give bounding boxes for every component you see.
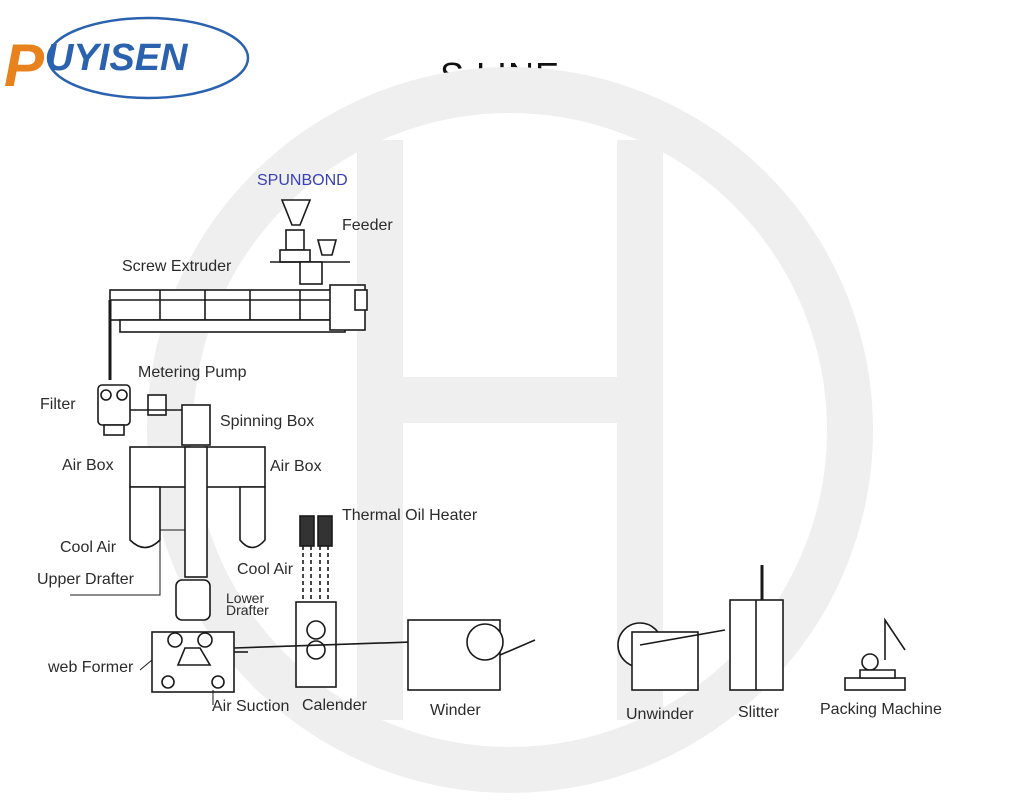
label-spinning-box: Spinning Box bbox=[220, 413, 315, 430]
label-calender: Calender bbox=[302, 697, 367, 714]
label-unwinder: Unwinder bbox=[626, 706, 694, 723]
cool-air-duct-right bbox=[239, 486, 266, 549]
logo-letter-p: P bbox=[4, 32, 45, 99]
cool-air-duct-left bbox=[129, 486, 161, 549]
label-upper-drafter: Upper Drafter bbox=[37, 571, 134, 588]
logo-ring bbox=[46, 16, 250, 100]
puyisen-logo: P UYISEN bbox=[4, 16, 250, 100]
web-former-unit bbox=[151, 631, 248, 693]
label-metering-pump: Metering Pump bbox=[138, 364, 247, 381]
spinning-box bbox=[181, 404, 211, 446]
label-lower-drafter-line1: Lower bbox=[226, 590, 265, 606]
filter-unit bbox=[97, 384, 131, 436]
label-cool-air-right: Cool Air bbox=[237, 561, 294, 578]
label-air-box-right: Air Box bbox=[270, 458, 322, 475]
air-box-left bbox=[129, 446, 191, 488]
label-feeder: Feeder bbox=[342, 217, 393, 234]
label-lower-drafter-line2: Drafter bbox=[226, 602, 269, 618]
label-slitter: Slitter bbox=[738, 704, 779, 721]
logo-text-uyisen: UYISEN bbox=[46, 37, 189, 79]
lower-drafter bbox=[175, 579, 211, 621]
thermal-oil-heater-unit bbox=[299, 515, 333, 600]
label-packing-machine: Packing Machine bbox=[820, 701, 942, 718]
label-cool-air-left: Cool Air bbox=[60, 539, 117, 556]
label-thermal-oil-heater: Thermal Oil Heater bbox=[342, 507, 478, 524]
label-screw-extruder: Screw Extruder bbox=[122, 258, 232, 275]
label-air-suction: Air Suction bbox=[212, 698, 290, 715]
label-filter: Filter bbox=[40, 396, 76, 413]
air-box-right bbox=[204, 446, 266, 488]
packing-machine-unit bbox=[844, 617, 906, 691]
screw-extruder bbox=[109, 284, 368, 333]
slitter-unit bbox=[729, 565, 784, 691]
metering-pump bbox=[147, 394, 167, 416]
label-air-box-left: Air Box bbox=[62, 457, 114, 474]
feeder-unit bbox=[270, 199, 350, 285]
winder-unit bbox=[407, 619, 536, 691]
unwinder-unit bbox=[617, 622, 726, 691]
spinneret-column bbox=[184, 446, 208, 578]
label-winder: Winder bbox=[430, 702, 481, 719]
section-label-spunbond: SPUNBOND bbox=[257, 172, 348, 189]
label-web-former: web Former bbox=[48, 659, 134, 676]
